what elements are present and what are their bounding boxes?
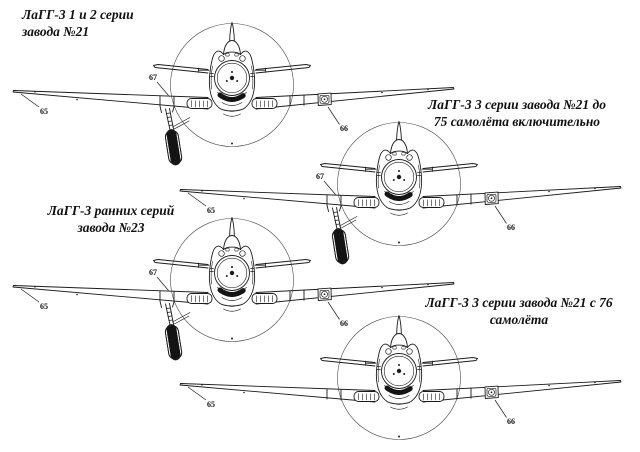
callout-leader-lines [20,81,340,125]
caption-line: ЛаГГ-3 3 серии завода №21 до [428,97,606,112]
airframe-drawing [13,23,454,147]
callout-66: 66 [507,223,515,232]
callout-67: 67 [316,172,324,181]
caption-line: ЛаГГ-3 1 и 2 серии [22,7,134,22]
airframe-drawing [180,316,621,440]
aircraft-front-view-series3-plant21-upto75: 65 67 66 [180,122,621,264]
callout-67: 67 [149,268,157,277]
caption-line: 75 самолёта включительно [433,114,601,129]
landing-gear-drawing [160,301,190,360]
callout-65: 65 [40,107,48,116]
landing-gear-drawing [160,106,190,165]
caption-aircraft-3: ЛаГГ-3 ранних серий завода №23 [20,202,202,236]
callout-66: 66 [340,319,348,328]
callout-67: 67 [149,73,157,82]
callout-66: 66 [507,417,515,426]
caption-line: завода №23 [77,220,145,235]
aircraft-front-view-early-series-plant23: 65 67 66 [13,218,454,360]
airframe-drawing [13,218,454,342]
caption-line: ЛаГГ-3 ранних серий [47,203,175,218]
aircraft-front-view-series1-2-plant21: 65 67 66 [13,23,454,165]
aircraft-front-view-series3-plant21-from76: 65 66 [180,316,621,440]
caption-aircraft-4: ЛаГГ-3 3 серии завода №21 с 76 самолёта [398,294,640,328]
caption-aircraft-1: ЛаГГ-3 1 и 2 серии завода №21 [22,6,134,40]
callout-65: 65 [207,400,215,409]
callout-66: 66 [340,124,348,133]
caption-line: самолёта [489,312,549,327]
callout-65: 65 [207,206,215,215]
callout-leader-lines [187,180,507,224]
caption-aircraft-2: ЛаГГ-3 3 серии завода №21 до 75 самолёта… [396,96,638,130]
callout-65: 65 [40,302,48,311]
caption-line: ЛаГГ-3 3 серии завода №21 с 76 [425,295,613,310]
caption-line: завода №21 [22,24,90,39]
callout-leader-lines [187,386,507,418]
airframe-drawing [180,122,621,246]
landing-gear-drawing [327,205,357,264]
callout-leader-lines [20,276,340,320]
